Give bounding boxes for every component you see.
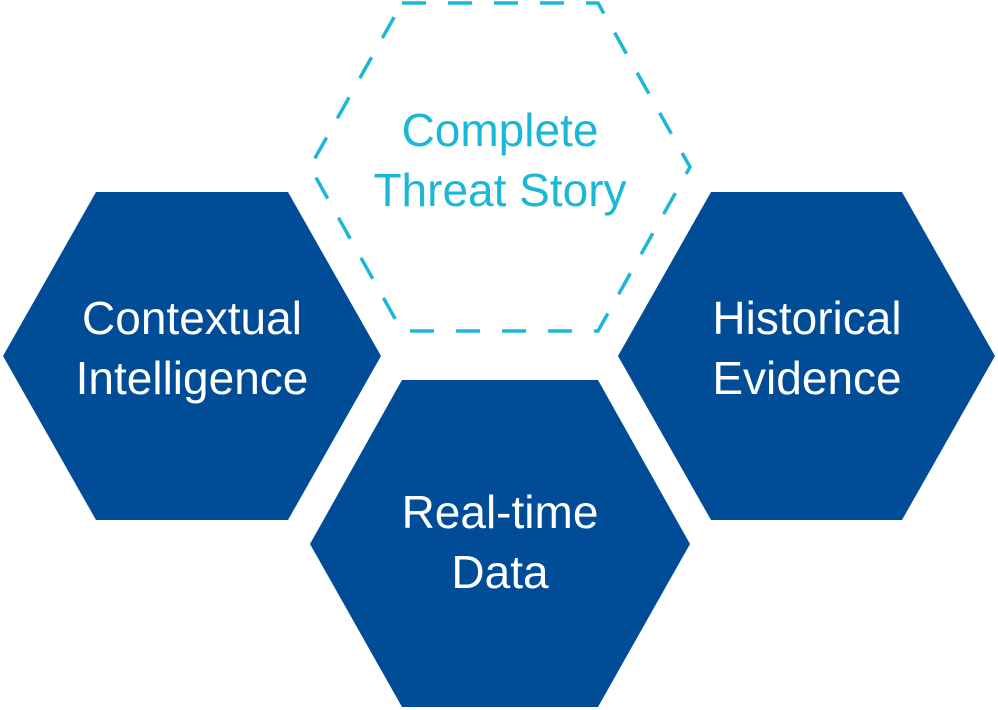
hexagon-real-time-data: Real-time Data [310, 380, 690, 707]
hexagon-label-line-1: Contextual [82, 292, 302, 344]
hexagon-label-line-1: Complete [402, 104, 599, 156]
hexagon-historical-evidence: Historical Evidence [618, 192, 995, 520]
hexagon-solid [3, 192, 381, 520]
hexagon-label-line-2: Threat Story [373, 164, 626, 216]
hexagon-label-line-1: Historical [712, 292, 901, 344]
hexagon-label-line-2: Intelligence [76, 352, 309, 404]
hexagon-label-line-2: Data [451, 546, 549, 598]
hexagon-complete-threat-story: Complete Threat Story [307, 1, 693, 333]
hexagon-solid [310, 380, 690, 707]
hexagon-solid [618, 192, 995, 520]
hexagon-label-line-2: Evidence [712, 352, 901, 404]
hexagon-outline-dashed [307, 1, 693, 333]
hexagon-label-line-1: Real-time [402, 486, 599, 538]
hexagon-contextual-intelligence: Contextual Intelligence [3, 192, 381, 520]
